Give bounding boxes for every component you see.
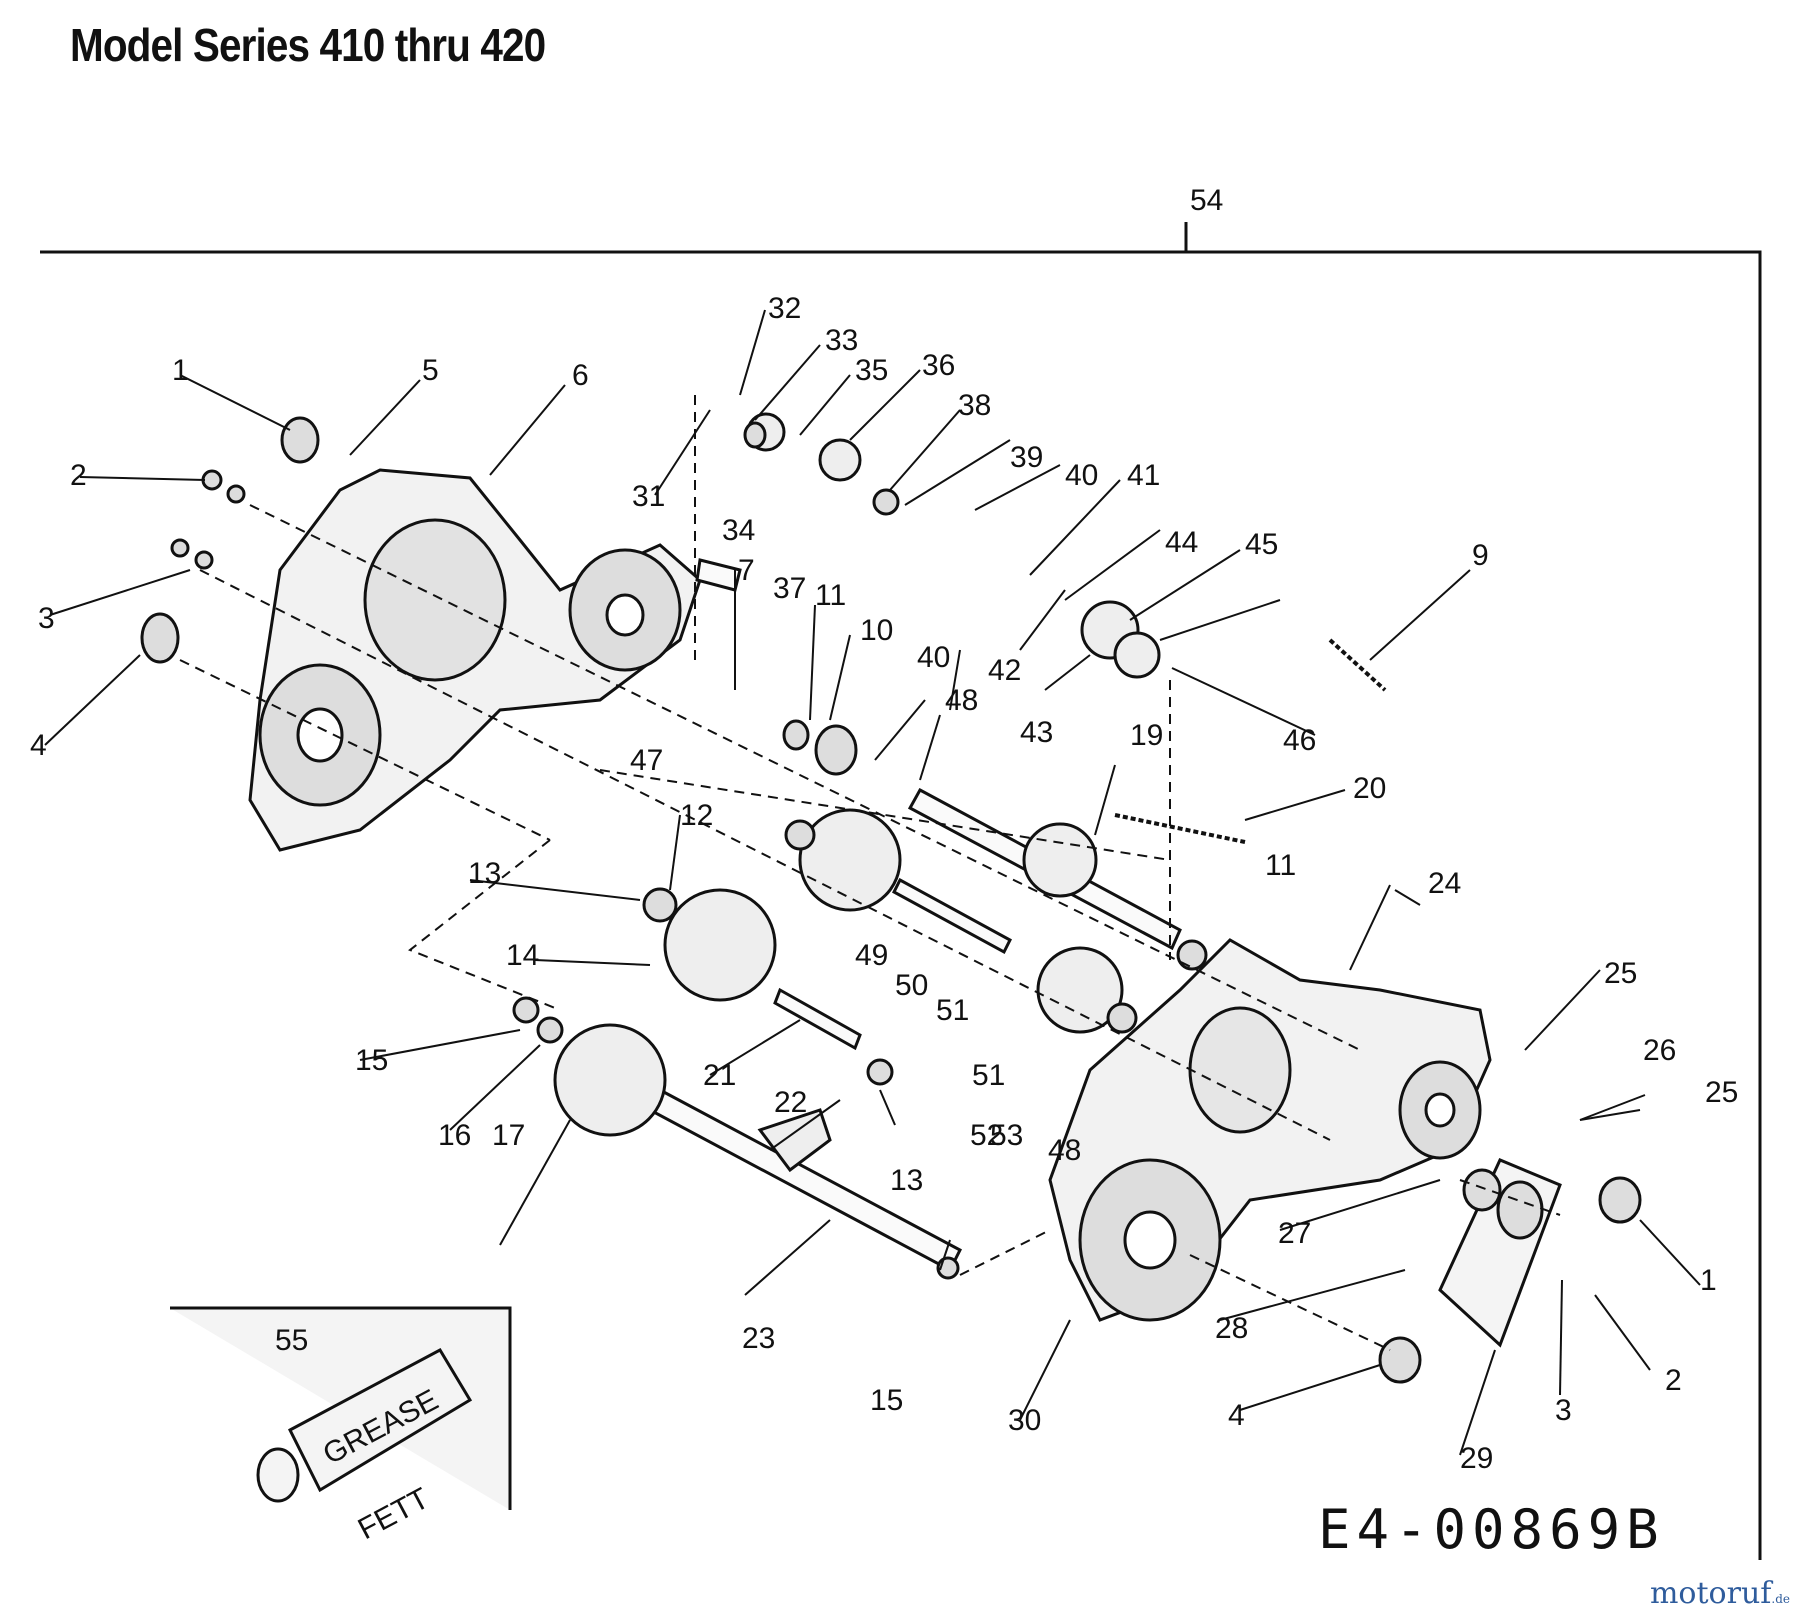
callout-11: 11 bbox=[1265, 849, 1296, 882]
callout-13: 13 bbox=[890, 1164, 923, 1197]
callout-5: 5 bbox=[422, 354, 439, 387]
callout-33: 33 bbox=[825, 324, 858, 357]
callout-47: 47 bbox=[630, 744, 663, 777]
brand-name: motoruf bbox=[1649, 1576, 1772, 1611]
callout-9: 9 bbox=[1472, 539, 1489, 572]
callout-51: 51 bbox=[936, 994, 969, 1027]
callout-48: 48 bbox=[945, 684, 978, 717]
callout-16: 16 bbox=[438, 1119, 471, 1152]
callout-29: 29 bbox=[1460, 1442, 1493, 1475]
callout-10: 10 bbox=[860, 614, 893, 647]
callout-11: 11 bbox=[815, 579, 846, 612]
page-title: Model Series 410 thru 420 bbox=[70, 19, 546, 71]
fett-label: FETT bbox=[353, 1482, 435, 1546]
callout-39: 39 bbox=[1010, 441, 1043, 474]
callout-28: 28 bbox=[1215, 1312, 1248, 1345]
chains bbox=[1114, 638, 1387, 844]
callout-49: 49 bbox=[855, 939, 888, 972]
callout-7: 7 bbox=[738, 554, 755, 587]
callout-27: 27 bbox=[1278, 1217, 1311, 1250]
callout-25: 25 bbox=[1604, 957, 1637, 990]
small-parts bbox=[140, 416, 1642, 1384]
callout-31: 31 bbox=[632, 480, 665, 513]
callout-55: 55 bbox=[275, 1324, 308, 1357]
callout-22: 22 bbox=[774, 1086, 807, 1119]
callout-42: 42 bbox=[988, 654, 1021, 687]
callout-4: 4 bbox=[1228, 1399, 1245, 1432]
callout-1: 1 bbox=[1700, 1264, 1717, 1297]
gears bbox=[553, 412, 1161, 1137]
callout-23: 23 bbox=[742, 1322, 775, 1355]
assembly-lines bbox=[179, 395, 1561, 1351]
leader-lines bbox=[44, 309, 1701, 1456]
callout-24: 24 bbox=[1428, 867, 1461, 900]
left-housing bbox=[248, 468, 702, 852]
callout-26: 26 bbox=[1643, 1034, 1676, 1067]
callout-15: 15 bbox=[870, 1384, 903, 1417]
assembly-bracket bbox=[40, 222, 1762, 1560]
callout-1: 1 bbox=[172, 354, 189, 387]
grease-tube bbox=[170, 1306, 512, 1510]
callout-50: 50 bbox=[895, 969, 928, 1002]
plate-hole bbox=[1496, 1180, 1544, 1240]
callout-51: 51 bbox=[972, 1059, 1005, 1092]
callout-38: 38 bbox=[958, 389, 991, 422]
callout-48: 48 bbox=[1048, 1134, 1081, 1167]
callout-40: 40 bbox=[1065, 459, 1098, 492]
callout-41: 41 bbox=[1127, 459, 1160, 492]
callout-13: 13 bbox=[468, 857, 501, 890]
right-housing bbox=[1048, 938, 1492, 1322]
callout-34: 34 bbox=[722, 514, 755, 547]
callout-3: 3 bbox=[38, 602, 55, 635]
callout-30: 30 bbox=[1008, 1404, 1041, 1437]
callout-2: 2 bbox=[1665, 1364, 1682, 1397]
callout-37: 37 bbox=[773, 572, 806, 605]
callout-17: 17 bbox=[492, 1119, 525, 1152]
brand-watermark: motoruf.de bbox=[1650, 1576, 1790, 1611]
callout-6: 6 bbox=[572, 359, 589, 392]
callout-25: 25 bbox=[1705, 1076, 1738, 1109]
callout-4: 4 bbox=[30, 729, 47, 762]
callout-43: 43 bbox=[1020, 716, 1053, 749]
callout-21: 21 bbox=[703, 1059, 736, 1092]
callout-35: 35 bbox=[855, 354, 888, 387]
callout-44: 44 bbox=[1165, 526, 1198, 559]
callout-53: 53 bbox=[990, 1119, 1023, 1152]
drawing-code: E4-00869B bbox=[1318, 1498, 1665, 1561]
callout-14: 14 bbox=[506, 939, 539, 972]
tine-bracket bbox=[757, 1108, 832, 1173]
callout-46: 46 bbox=[1283, 724, 1316, 757]
brand-suffix: .de bbox=[1771, 1592, 1790, 1606]
callout-36: 36 bbox=[922, 349, 955, 382]
callout-3: 3 bbox=[1555, 1394, 1572, 1427]
callout-12: 12 bbox=[680, 799, 713, 832]
callout-52: 52 bbox=[970, 1119, 1003, 1152]
callout-20: 20 bbox=[1353, 772, 1386, 805]
callout-2: 2 bbox=[70, 459, 87, 492]
callout-45: 45 bbox=[1245, 528, 1278, 561]
callout-15: 15 bbox=[355, 1044, 388, 1077]
callout-19: 19 bbox=[1130, 719, 1163, 752]
callout-54: 54 bbox=[1190, 184, 1223, 217]
callout-40: 40 bbox=[917, 641, 950, 674]
callout-32: 32 bbox=[768, 292, 801, 325]
